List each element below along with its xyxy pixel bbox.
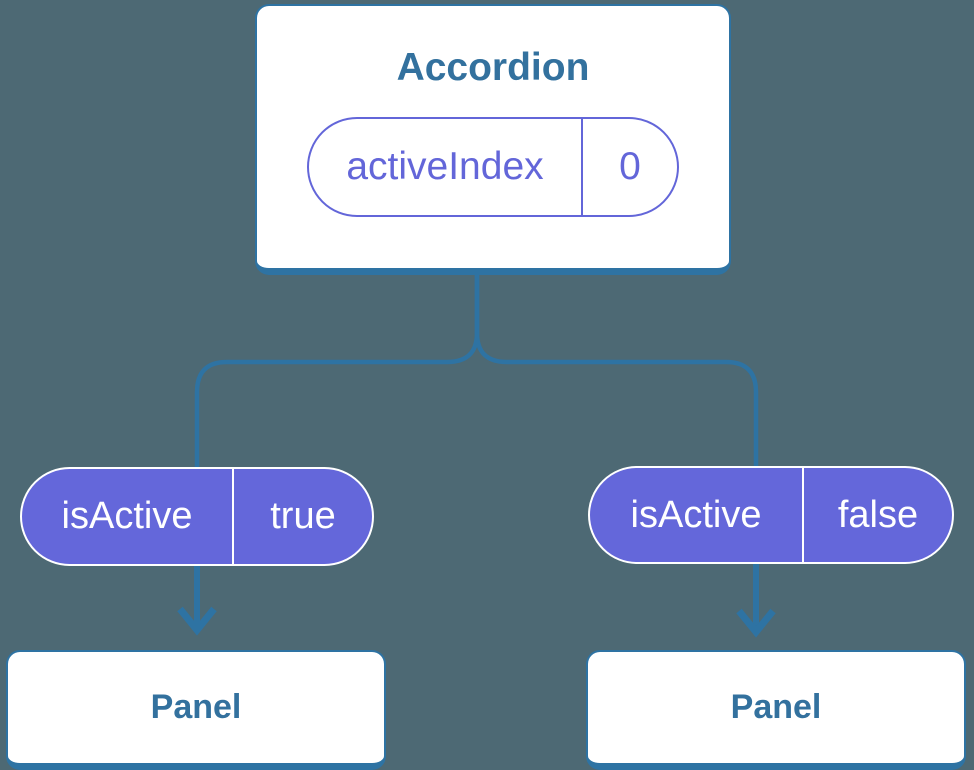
- connector-branch-left: [194, 262, 480, 470]
- component-title-accordion: Accordion: [396, 46, 590, 89]
- prop-pill-isactive-false: isActive false: [588, 466, 954, 564]
- arrow-down-icon: [177, 606, 217, 636]
- component-title-panel: Panel: [730, 687, 822, 726]
- component-box-panel-left: Panel: [6, 650, 386, 770]
- state-value: 0: [619, 144, 641, 188]
- state-pill-activeindex: activeIndex 0: [307, 116, 679, 217]
- prop-name: isActive: [590, 468, 804, 562]
- prop-pill-isactive-true: isActive true: [20, 467, 374, 566]
- prop-value: true: [270, 495, 336, 537]
- prop-value: false: [837, 493, 919, 536]
- component-title-panel: Panel: [150, 687, 242, 726]
- prop-name: isActive: [22, 469, 234, 564]
- component-box-accordion: Accordion activeIndex 0: [255, 4, 731, 275]
- state-name: activeIndex: [309, 118, 583, 215]
- arrow-down-icon: [736, 608, 776, 638]
- component-box-panel-right: Panel: [586, 650, 966, 770]
- connector-branch-right: [474, 262, 759, 470]
